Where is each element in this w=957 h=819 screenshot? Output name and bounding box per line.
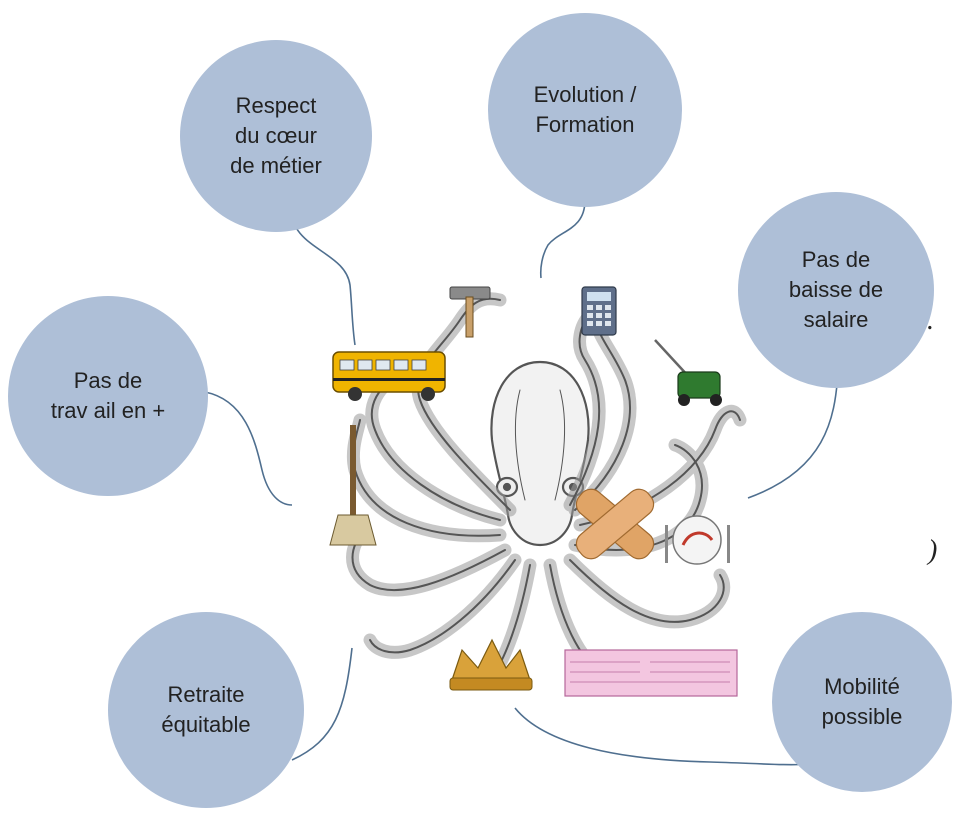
broom-icon — [329, 425, 377, 546]
node-travail: Pas de trav ail en + — [8, 296, 208, 496]
connector-retraite — [291, 647, 353, 761]
node-salaire-label: Pas de baisse de salaire — [788, 247, 884, 332]
node-retraite: Retraite équitable — [108, 612, 304, 808]
node-salaire: Pas de baisse de salaire — [738, 192, 934, 388]
node-retraite-label: Retraite équitable — [161, 682, 251, 737]
node-respect-label: Respect du cœur de métier — [230, 93, 322, 178]
connector-mobilite — [514, 707, 809, 766]
edge-glyph-paren: ) — [928, 535, 938, 566]
node-mobilite-label: Mobilité possible — [821, 674, 903, 729]
lawn-mower-icon — [654, 339, 722, 406]
crown-icon — [449, 638, 533, 691]
connector-travail — [204, 391, 293, 506]
node-evolution-label: Evolution / Formation — [533, 82, 637, 137]
connector-respect — [289, 204, 356, 346]
node-mobilite: Mobilité possible — [772, 612, 952, 792]
node-evolution: Evolution / Formation — [488, 13, 682, 207]
node-travail-label: Pas de trav ail en + — [50, 368, 166, 423]
plate-cutlery-icon — [665, 515, 730, 565]
octopus-head — [490, 360, 590, 547]
node-respect: Respect du cœur de métier — [180, 40, 372, 232]
pay-slip-icon — [564, 649, 738, 697]
edge-glyph-dot: . — [927, 305, 934, 336]
connectors — [204, 199, 839, 766]
bandage-icon — [575, 488, 655, 560]
connector-evolution — [539, 199, 586, 279]
hammer-icon — [449, 286, 491, 338]
calculator-icon — [581, 286, 617, 336]
school-bus-icon — [332, 351, 446, 401]
connector-salaire — [747, 371, 839, 499]
